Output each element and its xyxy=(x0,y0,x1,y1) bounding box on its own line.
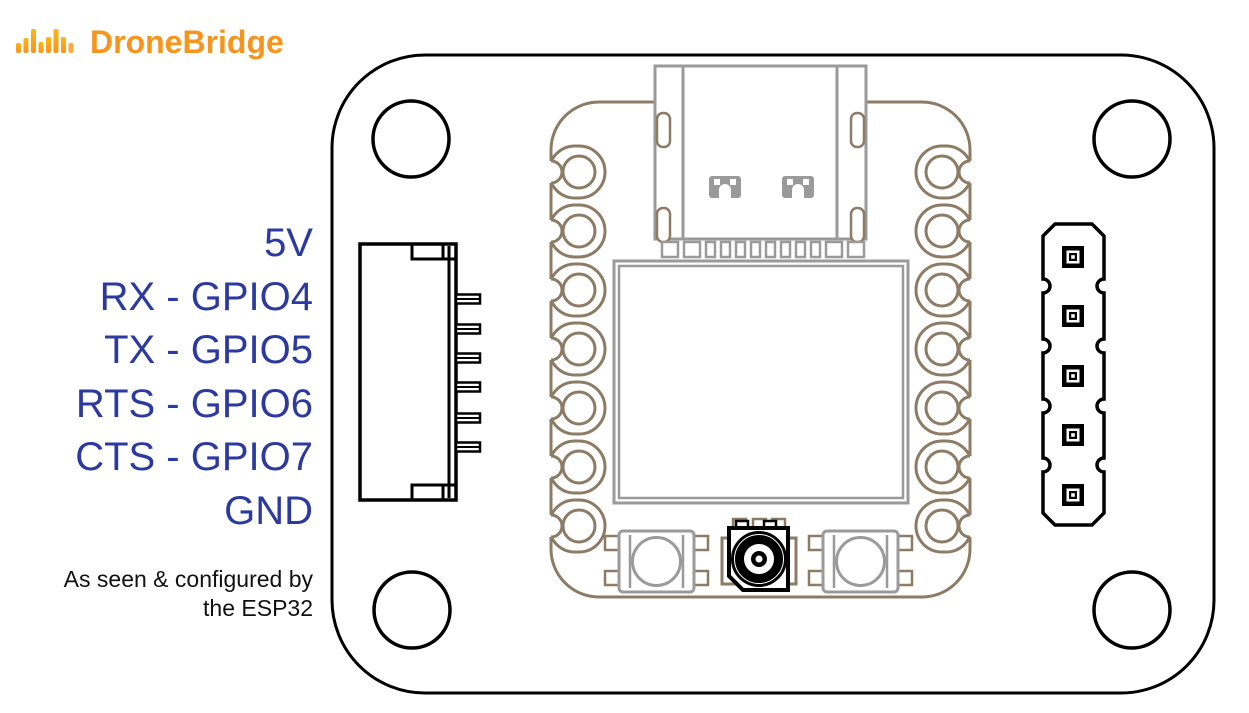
pin-label-rx: RX - GPIO4 xyxy=(99,274,313,319)
usb-pin-row xyxy=(660,240,866,259)
pin-label-5v: 5V xyxy=(264,221,313,265)
ufl-antenna-connector xyxy=(720,517,798,592)
mounting-holes xyxy=(371,99,1172,650)
pin-label-rts: RTS - GPIO6 xyxy=(75,381,313,426)
pin-label-tx: TX - GPIO5 xyxy=(104,328,313,373)
usb-c-connector xyxy=(653,64,868,259)
five-pin-header xyxy=(1041,222,1106,527)
pin-label-cts: CTS - GPIO7 xyxy=(75,435,313,480)
mounting-hole-bottom-right xyxy=(1092,570,1172,650)
brand-logo-text: DroneBridge xyxy=(90,24,284,60)
mounting-hole-bottom-left xyxy=(372,570,452,650)
signal-bars-icon xyxy=(16,29,74,53)
mounting-hole-top-left xyxy=(371,99,451,179)
pin-label-column: 5V RX - GPIO4 TX - GPIO5 RTS - GPIO6 CTS… xyxy=(0,217,313,539)
boot-button xyxy=(603,529,710,594)
reset-button xyxy=(807,529,914,594)
caption-line-2: the ESP32 xyxy=(203,594,313,621)
pin-label-gnd: GND xyxy=(224,488,313,533)
caption-line-1: As seen & configured by xyxy=(63,566,313,592)
mounting-hole-top-right xyxy=(1092,99,1172,179)
caption: As seen & configured by the ESP32 xyxy=(0,565,313,622)
uart-side-connector xyxy=(358,242,482,502)
esp32-rf-shield xyxy=(612,259,910,505)
